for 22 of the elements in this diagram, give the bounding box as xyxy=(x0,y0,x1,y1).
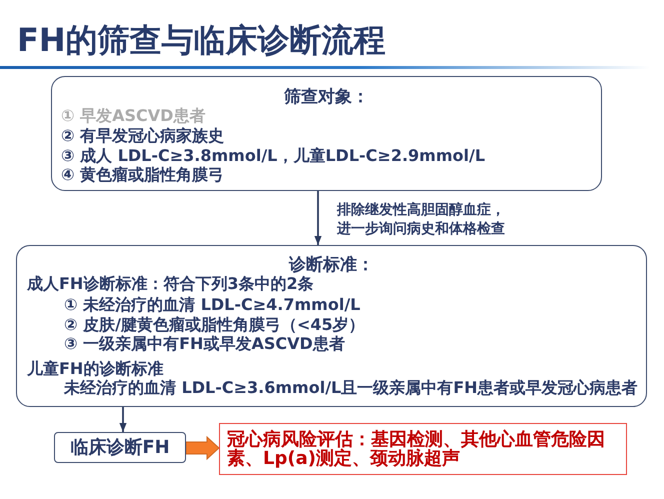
arrow xyxy=(119,407,127,432)
note-box xyxy=(219,423,627,475)
list-item: ③ 一级亲属中有FH或早发ASCVD患者 xyxy=(64,334,345,354)
list-item: ③ 成人 LDL-C≥3.8mmol/L，儿童LDL-C≥2.9mmol/L xyxy=(61,146,486,166)
heading-text: 诊断标准： xyxy=(289,255,374,275)
rounded-box xyxy=(51,76,602,191)
criteria-heading: 儿童FH的诊断标准 xyxy=(27,359,164,379)
criteria-text: 未经治疗的血清 LDL-C≥3.6mmol/L且一级亲属中有FH患者或早发冠心病患者 xyxy=(64,378,638,398)
node-label: 临床诊断FH xyxy=(70,437,170,458)
arrow xyxy=(314,191,322,245)
process-box xyxy=(54,432,186,463)
list-item: ① 早发ASCVD患者 xyxy=(61,106,206,126)
list-item: ④ 黄色瘤或脂性角膜弓 xyxy=(61,165,224,185)
heading-text: 筛查对象： xyxy=(284,87,369,107)
note-text: 冠心病风险评估：基因检测、其他心血管危险因素、Lp(a)测定、颈动脉超声 xyxy=(227,430,606,468)
criteria-heading: 成人FH诊断标准：符合下列3条中的2条 xyxy=(27,274,314,294)
rounded-box xyxy=(16,245,647,407)
list-item: ② 皮肤/腱黄色瘤或脂性角膜弓（<45岁） xyxy=(64,315,365,335)
block-arrow xyxy=(186,436,220,460)
page-title: FH的筛查与临床诊断流程 xyxy=(17,21,386,59)
list-item: ① 未经治疗的血清 LDL-C≥4.7mmol/L xyxy=(64,295,360,315)
list-item: ② 有早发冠心病家族史 xyxy=(61,126,224,146)
